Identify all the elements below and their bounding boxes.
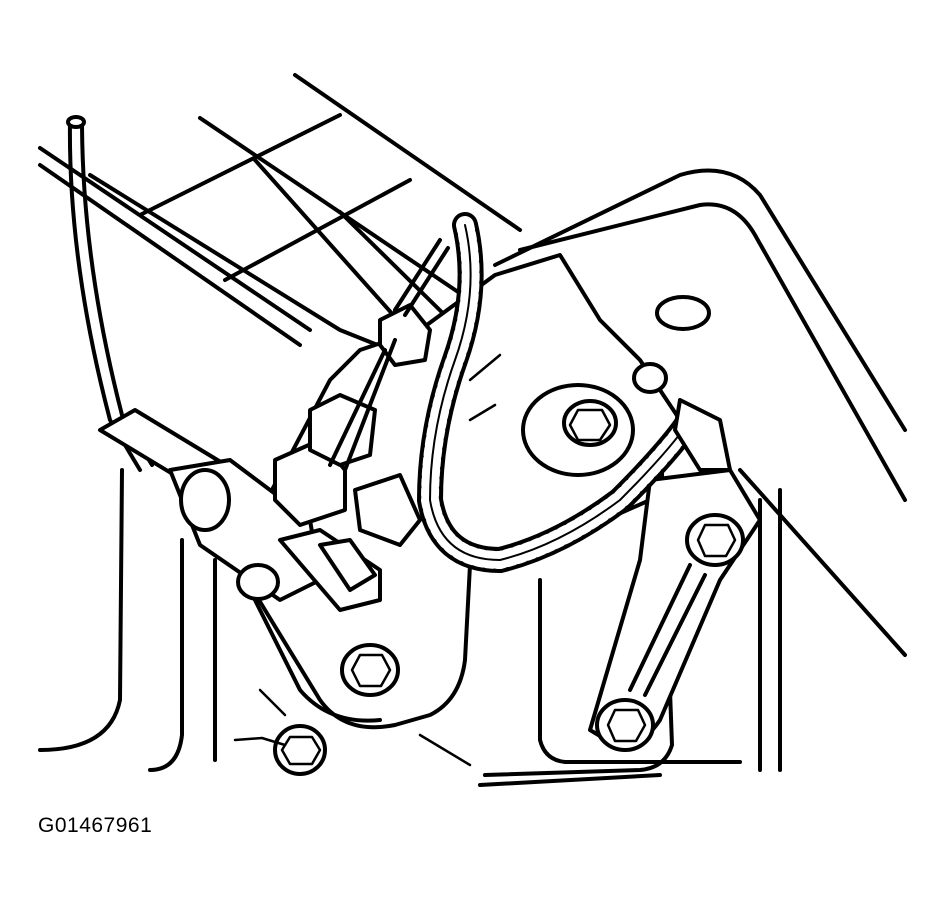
mounting-bolts <box>236 362 668 697</box>
bolt-upper-icon <box>632 362 668 394</box>
loose-nut <box>273 724 327 776</box>
tank-plate <box>493 168 907 764</box>
lower-body-outline <box>38 418 782 787</box>
plate-hole-icon <box>655 295 711 331</box>
fitting-nut-icon <box>179 468 231 532</box>
bolt-left-icon <box>236 563 280 601</box>
wiring-harness <box>416 212 732 574</box>
lower-right-bracket <box>588 468 762 752</box>
callout-leaders <box>233 353 502 767</box>
figure-id-label: G01467961 <box>38 814 153 837</box>
harness-connector <box>673 398 732 472</box>
fuel-line-fitting <box>168 238 450 612</box>
